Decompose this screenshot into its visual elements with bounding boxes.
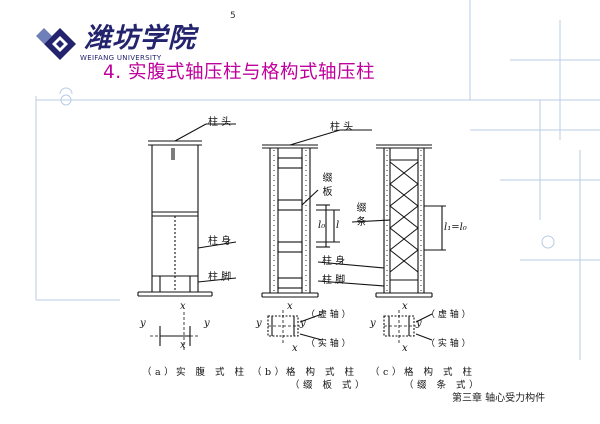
column-b-drawing [261, 129, 372, 344]
university-logo-text: 潍坊学院 [84, 23, 196, 54]
label-col-a-foot: 柱 脚 [208, 272, 232, 283]
label-col-b-head: 柱 头 [330, 122, 354, 133]
axis-y-c-right: y [416, 318, 422, 329]
slide-title: 4. 实腹式轴压柱与格构式轴压柱 [103, 62, 376, 83]
axis-y-a-left: y [140, 318, 146, 329]
axis-x-a-top: x [180, 301, 186, 312]
axis-x-c-top: x [402, 301, 408, 312]
axis-y-a-right: y [204, 318, 210, 329]
label-virtual-axis-b: （ 虚 轴 ） [306, 310, 351, 320]
column-c-drawing [317, 144, 446, 344]
axis-y-b-right: y [300, 318, 306, 329]
axis-x-a-bottom: x [180, 340, 186, 351]
label-solid-axis-c: （ 实 轴 ） [426, 339, 471, 349]
university-logo-mark [36, 28, 76, 60]
caption-c-letter: （c） [370, 367, 405, 378]
axis-x-b-bottom: x [292, 343, 298, 354]
label-col-c-body: 柱 身 [322, 256, 346, 267]
caption-a: 实 腹 式 柱 [176, 367, 248, 378]
axis-x-c-bottom: x [402, 343, 408, 354]
chapter-footer: 第三章 轴心受力构件 [452, 393, 546, 404]
label-virtual-axis-c: （ 虚 轴 ） [426, 310, 471, 320]
axis-y-c-left: y [370, 318, 376, 329]
caption-c-sub: （缀 条 式） [404, 380, 483, 391]
caption-b-letter: （b） [252, 367, 288, 378]
decorative-grid [35, 0, 600, 360]
column-a-drawing [137, 123, 237, 352]
label-solid-axis-b: （ 实 轴 ） [306, 339, 351, 349]
caption-a-letter: （a） [142, 367, 178, 378]
label-batten-plate: 缀板 [320, 172, 331, 200]
label-col-a-body: 柱 身 [208, 236, 232, 247]
page-number: 5 [230, 11, 236, 21]
caption-b-sub: （缀 板 式） [290, 380, 369, 391]
caption-c: 格 构 式 柱 [404, 367, 476, 378]
label-col-c-foot: 柱 脚 [322, 275, 346, 286]
label-lacing: 缀条 [354, 202, 365, 230]
university-logo-subtitle: WEIFANG UNIVERSITY [80, 54, 162, 62]
label-l: l [336, 220, 340, 231]
label-col-a-head: 柱 头 [208, 117, 232, 128]
label-l0: l₀ [318, 220, 326, 231]
caption-b: 格 构 式 柱 [286, 367, 358, 378]
label-l1-equals-l0: l₁=l₀ [444, 222, 467, 233]
axis-y-b-left: y [256, 318, 262, 329]
axis-x-b-top: x [287, 301, 293, 312]
